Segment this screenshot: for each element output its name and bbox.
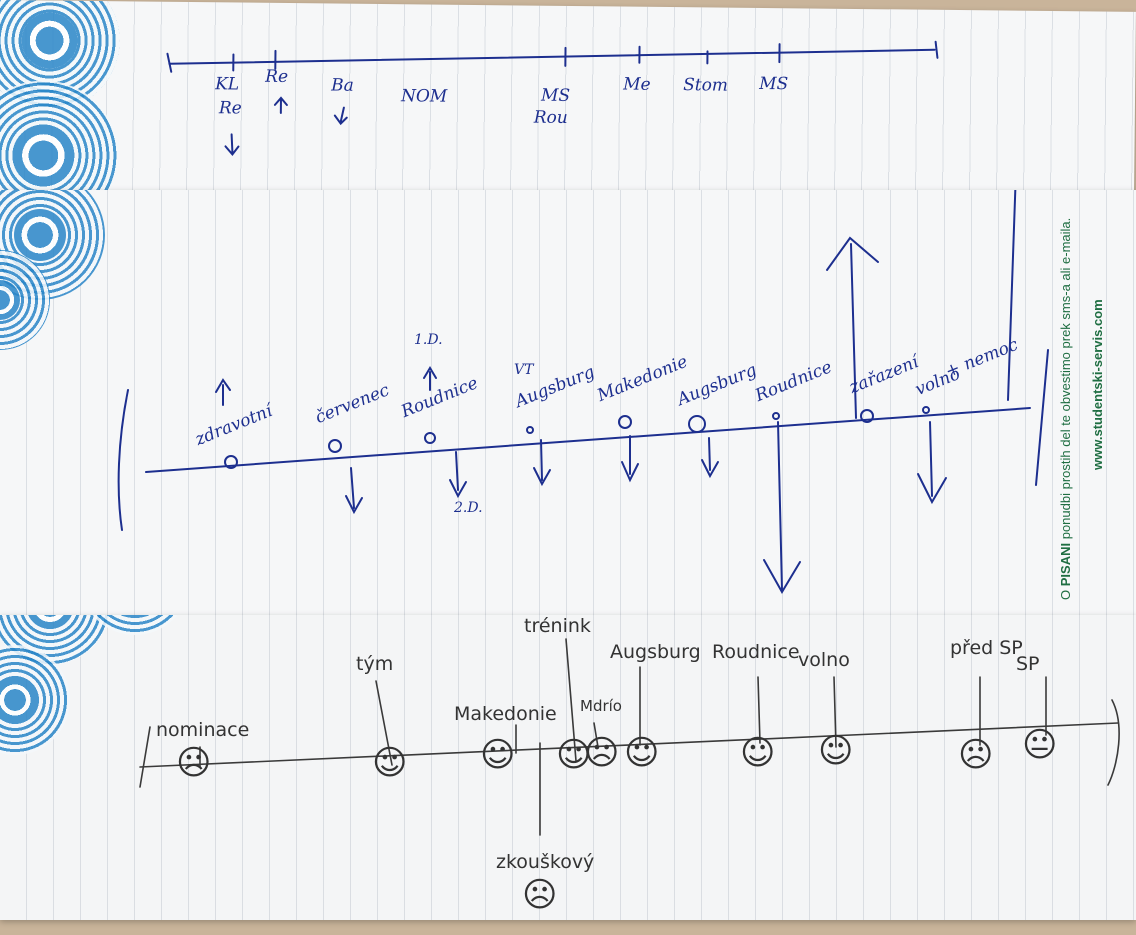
top-label: MS [759, 73, 789, 95]
top-label: MS [540, 85, 571, 106]
bottom-label: Roudnice [712, 641, 800, 663]
bottom-label: Augsburg [610, 641, 701, 663]
sad-face: ☹ [584, 733, 620, 773]
printed-website: www.studentski-servis.com [1090, 299, 1105, 470]
bottom-label: zkouškový [496, 851, 595, 873]
bottom-label: Makedonie [454, 703, 557, 725]
smiley-face: ☺ [818, 731, 854, 771]
top-label: NOM [400, 86, 448, 107]
notebook-sheet-bottom: nominace tým Makedonie trénink Mdrío Aug… [0, 615, 1136, 920]
sad-face: ☹ [958, 735, 994, 775]
top-label: Stom [683, 75, 729, 96]
smiley-face: ☺ [372, 743, 408, 783]
sad-face: ☹ [176, 743, 212, 783]
top-label: Re [218, 98, 242, 119]
bottom-timeline-axis [139, 638, 1120, 836]
bottom-label: před SP [950, 637, 1023, 659]
top-timeline-axis [166, 40, 939, 157]
top-label: Ba [331, 75, 354, 96]
middle-note: 1.D. [414, 332, 443, 348]
middle-timeline-axis [117, 190, 1049, 594]
notebook-sheet-middle: zdravotní červenec Roudnice Augsburg Mak… [0, 190, 1136, 635]
smiley-face: ☺ [480, 735, 516, 775]
bottom-label: volno [798, 649, 850, 671]
top-label: Rou [533, 107, 568, 128]
middle-note: 2.D. [454, 500, 483, 516]
smiley-face: ☺ [624, 733, 660, 773]
bottom-label: tým [356, 653, 394, 675]
notebook-sheet-top: KL Re Re Ba NOM MS Rou Me Stom MS [0, 0, 1136, 212]
neutral-face: 😐 [1022, 725, 1058, 765]
bottom-label: Mdrío [580, 697, 622, 715]
bottom-label: trénink [524, 615, 591, 637]
middle-note: VT [514, 362, 534, 378]
printed-margin-text: O PISANI ponudbi prostih del te obvestim… [1058, 217, 1073, 600]
bottom-label: SP [1016, 653, 1040, 675]
bottom-label: nominace [156, 719, 250, 741]
top-label: KL [215, 74, 240, 95]
smiley-face: ☺ [556, 735, 592, 775]
top-label: Me [623, 74, 651, 95]
top-label: Re [265, 66, 289, 88]
smiley-face: ☺ [740, 733, 776, 773]
sad-face: ☹ [522, 875, 558, 915]
